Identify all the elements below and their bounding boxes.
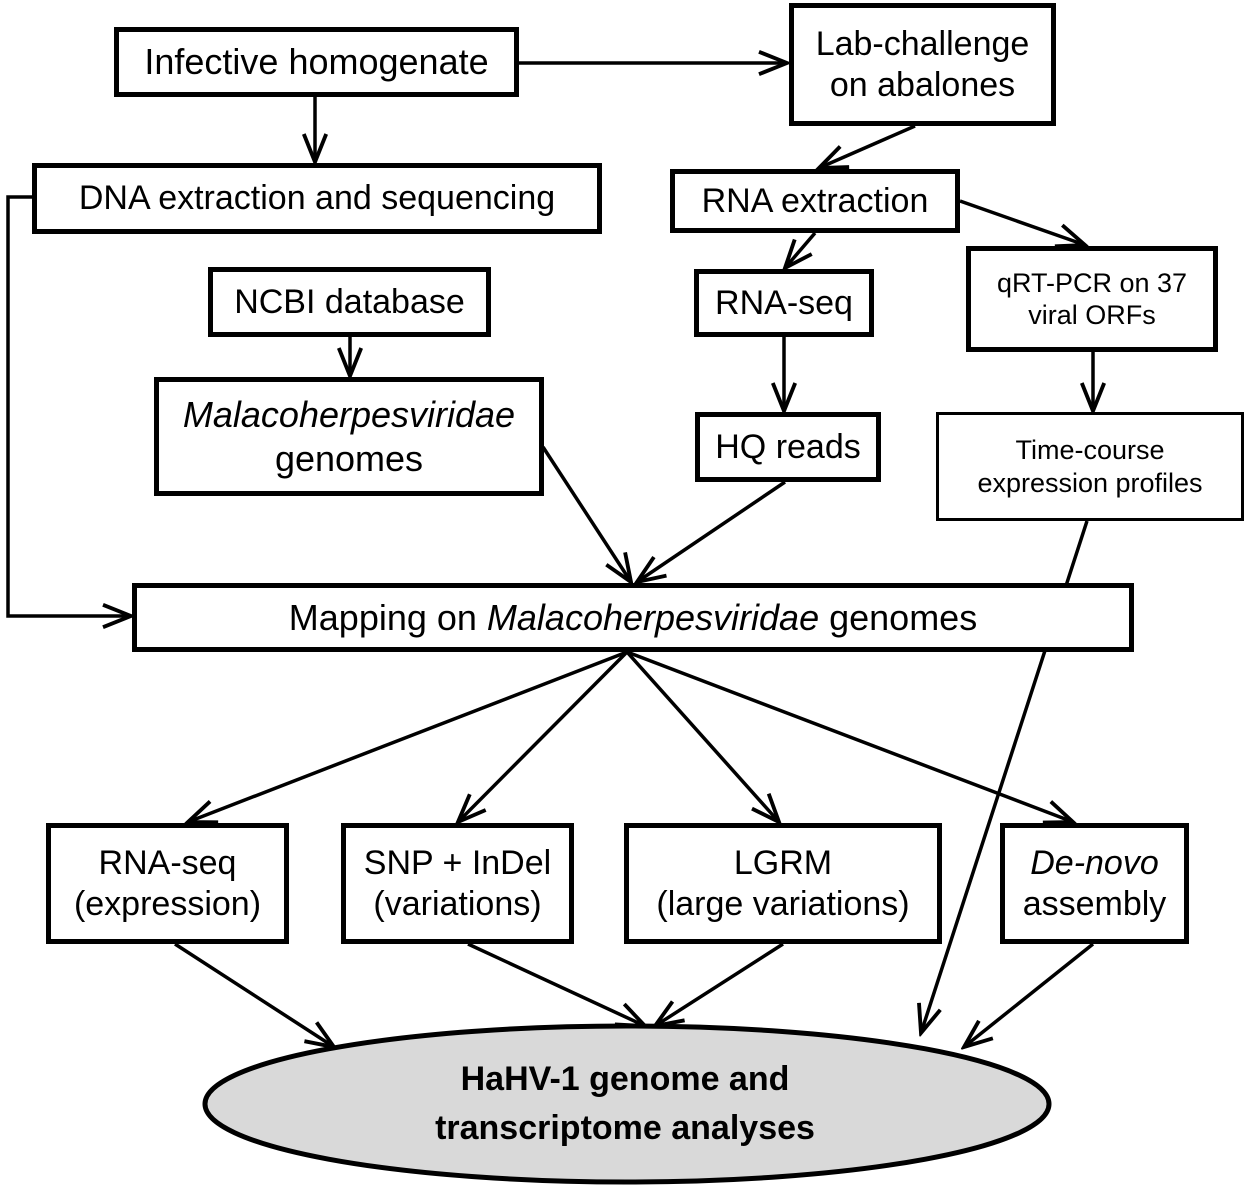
node-label: SNP + InDel: [363, 843, 552, 882]
node-label: qRT-PCR on 37: [996, 267, 1188, 298]
final-ellipse: [202, 1023, 1052, 1185]
mapping-suffix: genomes: [819, 596, 978, 638]
arrow-dna-to-mapping: [6, 195, 131, 616]
node-label: LGRM: [733, 843, 833, 882]
node-label: RNA-seq: [98, 843, 237, 882]
node-lab-challenge: Lab-challenge on abalones: [789, 3, 1056, 126]
node-hq-reads: HQ reads: [695, 412, 881, 482]
node-qrt-pcr: qRT-PCR on 37 viral ORFs: [966, 246, 1218, 352]
node-label: RNA extraction: [701, 181, 929, 220]
node-label-mapping: Mapping on Malacoherpesviridae genomes: [289, 596, 977, 639]
node-label: NCBI database: [234, 282, 465, 321]
node-label: (large variations): [656, 884, 910, 923]
arrow-lgrm-to-final: [655, 942, 784, 1026]
node-label: (variations): [373, 884, 542, 923]
node-malacoherpesviridae-genomes: Malacoherpesviridae genomes: [154, 377, 544, 496]
arrow-rnaseq-expr-to-final: [174, 942, 334, 1047]
node-label-italic: De-novo: [1030, 843, 1159, 882]
arrow-mapping-to-rnaseq-expr: [188, 650, 628, 822]
node-infective-homogenate: Infective homogenate: [114, 27, 519, 97]
arrow-lab-to-rna: [819, 124, 916, 168]
node-de-novo-assembly: De-novo assembly: [1000, 823, 1189, 944]
node-label-italic: Malacoherpesviridae: [182, 394, 516, 436]
arrow-mapping-to-lgrm: [625, 650, 779, 822]
node-label: DNA extraction and sequencing: [78, 179, 556, 218]
node-label: expression profiles: [977, 467, 1203, 498]
mapping-prefix: Mapping on: [288, 596, 487, 638]
arrow-mapping-to-denovo: [626, 650, 1073, 822]
node-label: Infective homogenate: [144, 41, 489, 83]
node-label: Lab-challenge: [815, 24, 1030, 63]
final-analyses-label: HaHV-1 genome and transcriptome analyses: [205, 1028, 1045, 1180]
arrow-denovo-to-final: [964, 942, 1095, 1047]
arrow-hqreads-to-mapping: [637, 480, 786, 582]
node-rnaseq-expression: RNA-seq (expression): [46, 823, 289, 944]
arrow-mapping-to-snp: [458, 650, 629, 822]
node-label: genomes: [274, 437, 424, 479]
arrow-rna-to-rnaseq: [785, 231, 817, 268]
node-rna-extraction: RNA extraction: [670, 169, 960, 233]
node-label: assembly: [1022, 884, 1167, 923]
final-label-line: HaHV-1 genome and: [460, 1059, 790, 1098]
node-snp-indel: SNP + InDel (variations): [341, 823, 574, 944]
node-label: Time-course: [1015, 435, 1165, 466]
node-label: RNA-seq: [715, 283, 853, 322]
mapping-italic: Malacoherpesviridae: [486, 596, 820, 638]
final-label-line: transcriptome analyses: [435, 1109, 815, 1147]
node-ncbi-database: NCBI database: [208, 267, 491, 337]
node-time-course: Time-course expression profiles: [936, 412, 1244, 521]
node-label: (expression): [73, 884, 262, 923]
arrow-snp-to-final: [467, 942, 645, 1026]
node-label: viral ORFs: [1028, 300, 1156, 330]
node-dna-extraction: DNA extraction and sequencing: [32, 163, 602, 234]
node-rna-seq: RNA-seq: [694, 269, 874, 337]
node-label: on abalones: [829, 65, 1016, 104]
arrow-genomes-to-mapping: [541, 446, 631, 582]
node-label: HQ reads: [715, 427, 861, 466]
node-mapping: Mapping on Malacoherpesviridae genomes: [132, 583, 1134, 652]
node-lgrm: LGRM (large variations): [624, 823, 942, 944]
arrow-rna-to-qrtpcr: [959, 199, 1085, 245]
